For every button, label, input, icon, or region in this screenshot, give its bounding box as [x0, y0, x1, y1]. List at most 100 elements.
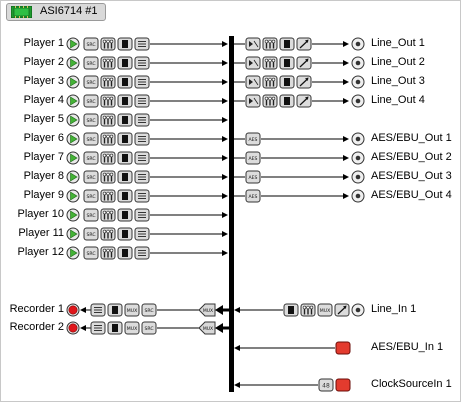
play-icon[interactable] — [66, 113, 80, 127]
list-icon[interactable] — [134, 75, 150, 89]
fader-icon[interactable] — [117, 94, 133, 108]
mux-icon[interactable]: MUX — [198, 321, 216, 335]
input-jack-icon[interactable] — [351, 303, 365, 317]
volume-icon[interactable] — [296, 94, 312, 108]
meter-icon[interactable] — [100, 94, 116, 108]
output-jack-icon[interactable] — [351, 151, 365, 165]
meter-icon[interactable] — [100, 227, 116, 241]
fader-icon[interactable] — [107, 303, 123, 317]
aes-icon[interactable]: AES — [245, 132, 261, 146]
src-icon[interactable]: SRC — [83, 246, 99, 260]
list-icon[interactable] — [90, 303, 106, 317]
src-icon[interactable]: SRC — [83, 132, 99, 146]
meter-icon[interactable] — [100, 37, 116, 51]
play-icon[interactable] — [66, 37, 80, 51]
output-jack-icon[interactable] — [351, 37, 365, 51]
list-icon[interactable] — [134, 151, 150, 165]
play-icon[interactable] — [66, 151, 80, 165]
meter-icon[interactable] — [262, 56, 278, 70]
src-icon[interactable]: SRC — [83, 189, 99, 203]
fader-icon[interactable] — [279, 94, 295, 108]
list-icon[interactable] — [134, 37, 150, 51]
meter-icon[interactable] — [100, 246, 116, 260]
output-jack-icon[interactable] — [351, 189, 365, 203]
meter-icon[interactable] — [100, 208, 116, 222]
volume-icon[interactable] — [296, 56, 312, 70]
record-icon[interactable] — [66, 303, 80, 317]
fader-icon[interactable] — [107, 321, 123, 335]
play-icon[interactable] — [66, 94, 80, 108]
meter-icon[interactable] — [100, 75, 116, 89]
meter-icon[interactable] — [100, 132, 116, 146]
fader-icon[interactable] — [117, 208, 133, 222]
output-jack-icon[interactable] — [351, 132, 365, 146]
meter-icon[interactable] — [262, 75, 278, 89]
aes-icon[interactable]: AES — [245, 189, 261, 203]
fader-icon[interactable] — [117, 75, 133, 89]
src-icon[interactable]: SRC — [83, 113, 99, 127]
src-icon[interactable]: SRC — [83, 75, 99, 89]
mux-icon[interactable]: MUX — [317, 303, 333, 317]
fader-icon[interactable] — [279, 37, 295, 51]
src-icon[interactable]: SRC — [83, 208, 99, 222]
sample-rate-icon[interactable]: 48 — [318, 378, 334, 392]
fader-icon[interactable] — [279, 75, 295, 89]
fader-icon[interactable] — [117, 37, 133, 51]
volume-icon[interactable] — [296, 75, 312, 89]
play-icon[interactable] — [66, 170, 80, 184]
list-icon[interactable] — [134, 170, 150, 184]
mux-icon[interactable]: MUX — [124, 321, 140, 335]
meter-icon[interactable] — [262, 37, 278, 51]
src-icon[interactable]: SRC — [141, 321, 157, 335]
play-icon[interactable] — [66, 227, 80, 241]
fader-icon[interactable] — [117, 189, 133, 203]
list-icon[interactable] — [134, 208, 150, 222]
src-icon[interactable]: SRC — [83, 227, 99, 241]
record-icon[interactable] — [66, 321, 80, 335]
list-icon[interactable] — [134, 113, 150, 127]
output-select-icon[interactable] — [245, 56, 261, 70]
meter-icon[interactable] — [300, 303, 316, 317]
meter-icon[interactable] — [262, 94, 278, 108]
mux-icon[interactable]: MUX — [198, 303, 216, 317]
fader-icon[interactable] — [117, 132, 133, 146]
meter-icon[interactable] — [100, 170, 116, 184]
volume-icon[interactable] — [296, 37, 312, 51]
aes-in-icon[interactable] — [335, 341, 351, 355]
play-icon[interactable] — [66, 246, 80, 260]
output-select-icon[interactable] — [245, 37, 261, 51]
output-jack-icon[interactable] — [351, 170, 365, 184]
list-icon[interactable] — [90, 321, 106, 335]
fader-icon[interactable] — [117, 246, 133, 260]
clock-source-icon[interactable] — [335, 378, 351, 392]
play-icon[interactable] — [66, 208, 80, 222]
list-icon[interactable] — [134, 189, 150, 203]
list-icon[interactable] — [134, 132, 150, 146]
list-icon[interactable] — [134, 227, 150, 241]
aes-icon[interactable]: AES — [245, 151, 261, 165]
src-icon[interactable]: SRC — [83, 170, 99, 184]
fader-icon[interactable] — [117, 227, 133, 241]
src-icon[interactable]: SRC — [83, 151, 99, 165]
meter-icon[interactable] — [100, 113, 116, 127]
fader-icon[interactable] — [117, 170, 133, 184]
meter-icon[interactable] — [100, 56, 116, 70]
fader-icon[interactable] — [117, 113, 133, 127]
play-icon[interactable] — [66, 189, 80, 203]
fader-icon[interactable] — [117, 56, 133, 70]
meter-icon[interactable] — [100, 151, 116, 165]
src-icon[interactable]: SRC — [83, 37, 99, 51]
output-select-icon[interactable] — [245, 75, 261, 89]
list-icon[interactable] — [134, 56, 150, 70]
aes-icon[interactable]: AES — [245, 170, 261, 184]
output-select-icon[interactable] — [245, 94, 261, 108]
list-icon[interactable] — [134, 94, 150, 108]
device-tab[interactable]: ASI6714 #1 — [6, 3, 106, 21]
src-icon[interactable]: SRC — [83, 56, 99, 70]
fader-icon[interactable] — [279, 56, 295, 70]
output-jack-icon[interactable] — [351, 56, 365, 70]
meter-icon[interactable] — [100, 189, 116, 203]
src-icon[interactable]: SRC — [141, 303, 157, 317]
mux-icon[interactable]: MUX — [124, 303, 140, 317]
list-icon[interactable] — [134, 246, 150, 260]
